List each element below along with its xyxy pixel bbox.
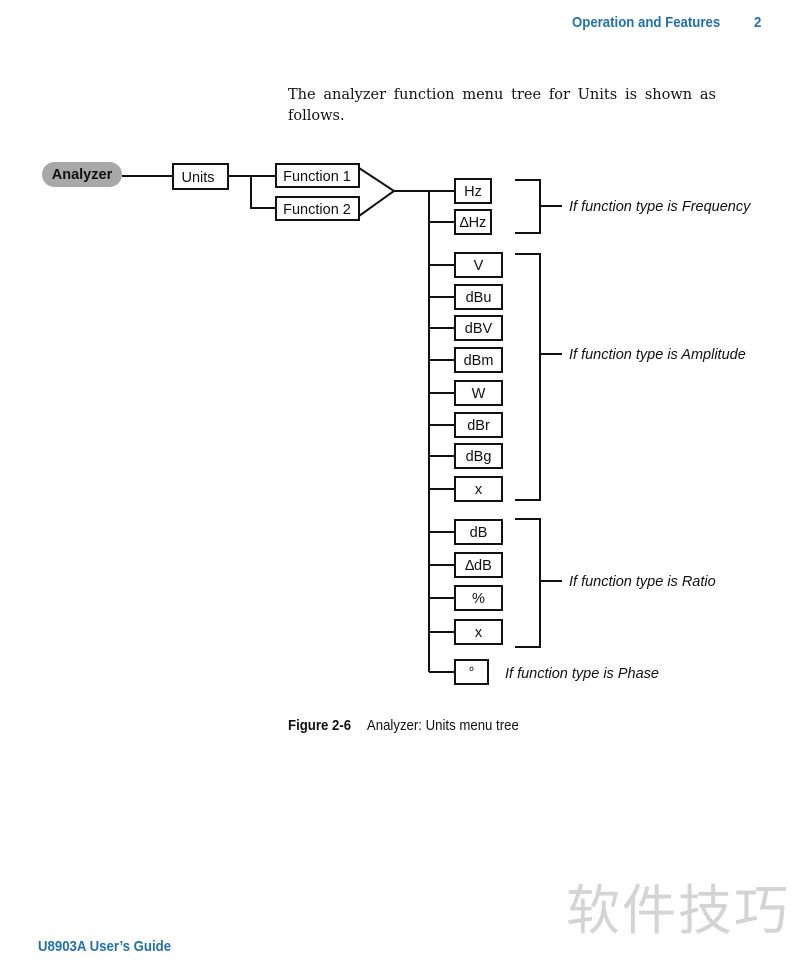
unit-node [454,443,503,469]
unit-node [454,347,503,373]
unit-label: Hz [464,184,482,200]
unit-node [454,476,503,502]
unit-label: ∆Hz [460,215,487,231]
merge-connector [358,167,396,217]
amplitude-label: If function type is Amplitude [569,347,746,363]
unit-node [454,315,503,341]
unit-node [454,178,492,204]
unit-node [454,252,503,278]
units-node [172,163,229,190]
watermark: 软件技巧 [566,879,790,942]
unit-label: dBm [464,353,494,369]
unit-node [454,585,503,611]
connector [228,175,276,209]
unit-label: dBu [466,290,492,306]
analyzer-label: Analyzer [52,167,113,183]
frequency-bracket [515,179,562,234]
unit-label: dBV [465,321,493,337]
chapter-number: 2 [754,14,762,31]
phase-label: If function type is Phase [505,666,659,682]
unit-label: % [472,591,485,607]
unit-label: ∆dB [465,558,492,574]
unit-label: dB [470,525,488,541]
units-label: Units [181,170,214,186]
frequency-label: If function type is Frequency [569,199,751,215]
unit-label: x [475,482,483,498]
unit-node [454,619,503,645]
unit-label: W [472,386,486,402]
unit-node [454,552,503,578]
unit-label: dBr [467,418,490,434]
trunk-line [394,190,455,672]
figure-caption: Figure 2-6 Analyzer: Units menu tree [288,717,519,734]
amplitude-bracket [515,253,562,501]
unit-node [454,519,503,545]
unit-node [454,659,489,685]
unit-node [454,284,503,310]
unit-node [454,412,503,438]
unit-label: x [475,625,483,641]
unit-label: dBg [466,449,492,465]
intro-paragraph: The analyzer function menu tree for Unit… [288,87,716,124]
ratio-bracket [515,518,562,648]
unit-node [454,209,492,235]
unit-label: V [474,258,484,274]
function-1-label: Function 1 [283,169,351,185]
ratio-label: If function type is Ratio [569,574,716,590]
unit-label: ° [469,665,475,681]
function-2-label: Function 2 [283,202,351,218]
unit-node [454,380,503,406]
function-1-node [275,163,360,188]
figure-title: Analyzer: Units menu tree [366,717,519,734]
figure-number: Figure 2-6 [288,717,352,734]
section-title: Operation and Features [572,14,721,31]
function-2-node [275,196,360,221]
analyzer-node [42,162,122,187]
footer-guide-title: U8903A User’s Guide [38,938,172,955]
